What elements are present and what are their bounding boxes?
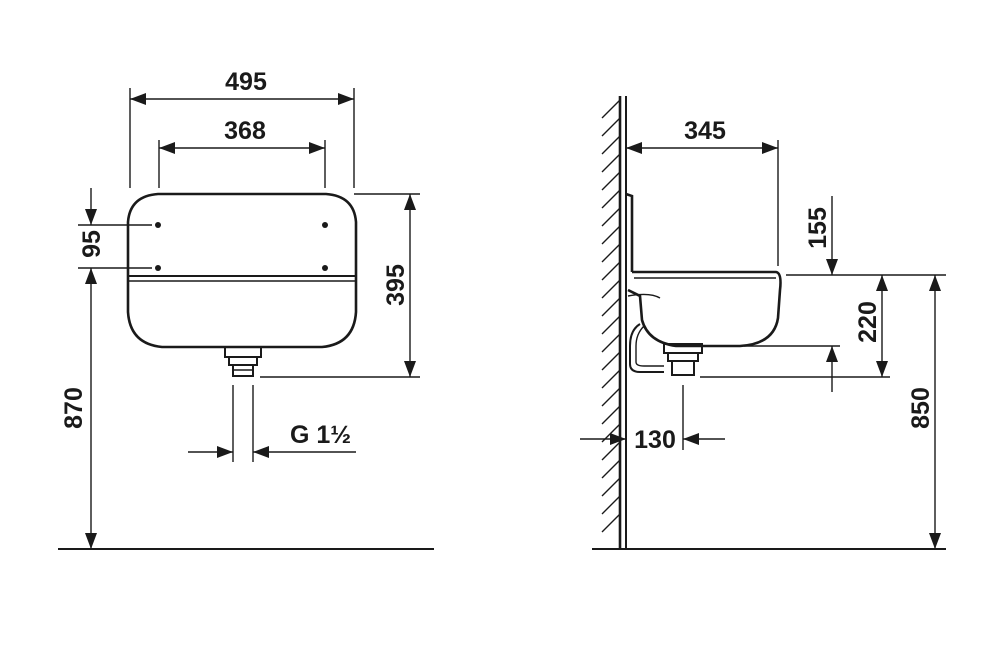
basin-front-outline [126,192,358,349]
front-view: 495 368 395 95 870 G 1½ [58,68,434,550]
dim-hole-spacing: 368 [224,117,266,145]
dim-waste-thread: G 1½ [290,421,351,449]
mounting-hole [322,265,328,271]
dim-mount-height: 870 [60,387,88,429]
dim-overall-width: 495 [225,68,267,96]
dim-rim-height: 850 [907,387,935,429]
basin-side-profile [625,192,782,376]
dim-projection: 345 [684,117,726,145]
dim-wall-to-outlet: 130 [634,426,676,454]
dim-rim-to-top: 155 [804,207,832,249]
mounting-hole [322,222,328,228]
waste-outlet-front [224,346,262,377]
dim-basin-height: 395 [382,264,410,306]
mounting-hole [155,222,161,228]
dim-hole-vertical-spacing: 95 [78,230,106,258]
mounting-hole [155,265,161,271]
side-view: 345 155 220 850 130 [580,96,946,550]
wall [601,96,627,549]
dim-rim-to-outlet: 220 [854,301,882,343]
